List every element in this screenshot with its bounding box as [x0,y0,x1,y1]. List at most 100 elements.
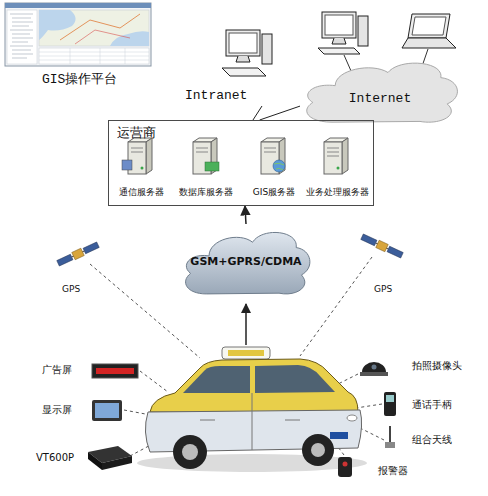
server-node: GIS服务器 [248,184,300,200]
server-icon [264,148,276,149]
desktop-computer [318,12,368,54]
camera-icon [360,362,388,376]
device-label: 广告屏 [42,364,72,376]
wireless-link [300,257,372,356]
node-text: GSM+GPRS/CDMA [190,255,301,268]
node-text: Internet [349,91,411,107]
antenna-icon [385,442,395,448]
gps-label: GPS [62,284,80,295]
server-icon [261,138,285,174]
platform-caption: GIS操作平台 [42,72,117,88]
taxi-car [200,420,215,421]
vehicle-terminal [88,452,102,470]
node-text: 通信服务器 [119,187,164,198]
taxi-car [330,432,348,439]
device-label: 显示屏 [42,404,72,416]
server-node: 数据库服务器 [172,184,240,200]
gis-platform-screenshot [39,60,149,61]
taxi-car [150,359,358,412]
gis-platform-screenshot [10,30,33,31]
display-screen [95,403,119,418]
gis-platform-screenshot [12,34,30,35]
alarm-icon [338,457,352,477]
gis-platform-screenshot [12,18,31,19]
taxi-car [182,444,198,460]
server-node: 业务处理服务器 [302,184,372,200]
desktop-computer [236,56,250,62]
laptop-computer [402,14,456,48]
desktop-computer [325,15,353,35]
gis-platform-screenshot [39,56,149,57]
device-label: 通话手柄 [412,399,452,411]
server-icon [273,160,285,172]
gis-platform-screenshot [10,14,33,15]
gis-platform-screenshot [12,54,33,55]
server-icon [196,148,208,149]
device-label: 拍照摄像头 [412,360,462,372]
node-text: 业务处理服务器 [306,187,369,198]
camera-icon [362,362,386,372]
device-label: 报警器 [378,465,408,477]
connector-line [245,206,246,224]
server-icon [274,163,284,170]
taxi-car [311,443,325,457]
camera-icon [372,365,377,370]
server-icon [327,152,339,153]
display-screen [92,400,122,421]
device-label: VT600P [36,452,74,464]
antenna-icon [385,426,395,448]
gis-platform-screenshot [70,48,71,64]
cloud-outline [186,232,310,293]
gis-platform-screenshot [7,10,37,64]
handset-icon [386,395,394,402]
server-icon [196,152,208,153]
wireless-link [360,428,384,440]
vehicle-terminal [102,456,132,470]
server-icon [146,138,152,174]
desktop-computer [222,30,272,76]
server-icon [264,152,276,153]
gps-satellite [361,234,377,246]
gis-platform-screenshot [12,58,27,59]
server-icon [122,160,132,170]
desktop-computer [226,30,260,56]
laptop-computer [408,14,450,38]
server-icon [205,162,219,171]
antenna-icon [389,426,391,442]
network-cloud: GSM+GPRS/CDMA [180,224,312,300]
server-icon [141,167,144,170]
gps-satellite [376,240,388,251]
server-icon [337,167,340,170]
connector-line [260,106,300,120]
gis-platform-screenshot [39,52,149,53]
server-icon [193,138,219,174]
taxi-car [183,366,250,393]
camera-icon [360,372,388,376]
server-icon [131,152,143,153]
node-text: Intranet [185,88,247,104]
gis-platform-screenshot [110,31,149,46]
gis-platform-screenshot [39,10,76,40]
led-ad-screen [92,364,138,378]
desktop-computer [229,33,257,53]
gis-platform-screenshot [10,46,33,47]
wireless-link [140,371,168,392]
gis-platform-screenshot [60,14,140,40]
taxi-car [252,393,253,450]
desktop-computer [322,12,356,38]
laptop-computer [402,38,456,48]
gis-platform-screenshot [12,26,29,27]
gps-satellite [360,233,403,259]
taxi-car [347,415,357,421]
gis-platform-screenshot [5,3,151,66]
gps-satellite [72,248,84,259]
device-label: 组合天线 [412,434,452,446]
gis-platform-screenshot [12,50,31,51]
alarm-icon [338,457,352,477]
led-ad-screen [92,364,138,378]
server-icon [324,138,348,174]
gis-platform-screenshot [12,42,28,43]
handset-icon [384,392,396,416]
